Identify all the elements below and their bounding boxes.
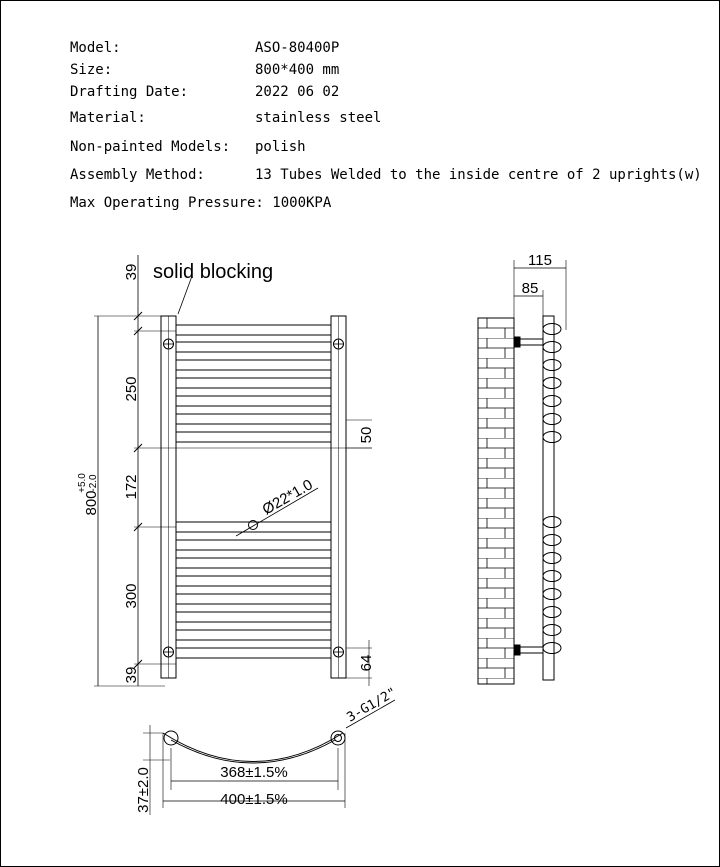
tolerance-minus: -2.0 bbox=[88, 474, 99, 492]
dim-top-39: 39 bbox=[123, 264, 140, 281]
tube-bar bbox=[175, 575, 332, 587]
tube-end bbox=[542, 570, 562, 582]
wall-bracket-bottom-right bbox=[333, 646, 344, 658]
curved-bar-outer bbox=[162, 732, 344, 762]
wall-bracket-top-left bbox=[163, 338, 174, 350]
model-label: Model: bbox=[70, 40, 121, 56]
dim-250: 250 bbox=[123, 376, 140, 401]
material-value: stainless steel bbox=[255, 110, 382, 126]
tube-bar bbox=[175, 521, 332, 533]
tube-bar bbox=[175, 359, 332, 371]
tube-end bbox=[542, 377, 562, 389]
tube-end bbox=[542, 624, 562, 636]
tube-end bbox=[542, 642, 562, 654]
tube-bar bbox=[175, 593, 332, 605]
dim-115: 115 bbox=[528, 252, 552, 269]
front-view bbox=[94, 255, 372, 687]
tube-bar bbox=[175, 629, 332, 641]
dim-50: 50 bbox=[358, 427, 375, 444]
thread-spec: 3-G1/2" bbox=[345, 685, 400, 725]
tube-bar bbox=[175, 611, 332, 623]
brick-wall bbox=[477, 317, 515, 685]
curved-bar-inner bbox=[170, 739, 336, 764]
wall-bracket-top-right bbox=[333, 338, 344, 350]
wall-bracket-bottom-left bbox=[163, 646, 174, 658]
drafting-date-label: Drafting Date: bbox=[70, 84, 189, 100]
tube-end bbox=[542, 323, 562, 335]
tube-end bbox=[542, 395, 562, 407]
top-view bbox=[143, 699, 396, 815]
tube-end bbox=[542, 606, 562, 618]
solid-blocking-note: solid blocking bbox=[153, 261, 273, 283]
tube-diameter-label: Ø22*1.0 bbox=[260, 476, 316, 518]
non-painted-value: polish bbox=[255, 139, 306, 155]
pressure-text: Max Operating Pressure: 1000KPA bbox=[70, 195, 332, 211]
tube-bars bbox=[175, 324, 332, 659]
right-upright-section bbox=[330, 730, 346, 746]
dim-64: 64 bbox=[358, 655, 375, 672]
assembly-label: Assembly Method: bbox=[70, 167, 205, 183]
dim-172: 172 bbox=[123, 474, 140, 499]
tolerance-plus: +5.0 bbox=[77, 473, 88, 493]
tube-bar bbox=[175, 647, 332, 659]
tube-end bbox=[542, 516, 562, 528]
tube-end bbox=[542, 534, 562, 546]
tube-bar bbox=[175, 431, 332, 443]
tube-bar bbox=[175, 341, 332, 353]
dim-368: 368±1.5% bbox=[220, 764, 287, 781]
model-value: ASO-80400P bbox=[255, 40, 340, 56]
material-label: Material: bbox=[70, 110, 146, 126]
side-bracket-bottom bbox=[513, 644, 544, 656]
size-value: 800*400 mm bbox=[255, 62, 340, 78]
tube-bar bbox=[175, 324, 332, 336]
dim-bottom-39: 39 bbox=[123, 667, 140, 684]
dim-85: 85 bbox=[522, 280, 539, 297]
side-upright bbox=[542, 315, 555, 681]
dim-400: 400±1.5% bbox=[220, 791, 287, 808]
side-view bbox=[477, 260, 567, 685]
tube-end bbox=[542, 413, 562, 425]
tube-end bbox=[542, 341, 562, 353]
dim-total-800: 800 bbox=[83, 490, 100, 515]
dim-depth-37: 37±2.0 bbox=[135, 767, 152, 813]
dim-300: 300 bbox=[123, 583, 140, 608]
size-label: Size: bbox=[70, 62, 113, 78]
tube-ends bbox=[542, 323, 562, 654]
tube-bar bbox=[175, 377, 332, 389]
tube-bar bbox=[175, 395, 332, 407]
tube-end bbox=[542, 552, 562, 564]
tube-bar bbox=[175, 413, 332, 425]
left-upright-section bbox=[163, 730, 179, 746]
tube-end bbox=[542, 431, 562, 443]
drafting-date-value: 2022 06 02 bbox=[255, 84, 340, 100]
tube-end bbox=[542, 588, 562, 600]
side-bracket-top bbox=[513, 336, 544, 348]
tube-end bbox=[542, 359, 562, 371]
tube-bar bbox=[175, 557, 332, 569]
non-painted-label: Non-painted Models: bbox=[70, 139, 231, 155]
tube-bar bbox=[175, 539, 332, 551]
assembly-value: 13 Tubes Welded to the inside centre of … bbox=[255, 167, 702, 183]
